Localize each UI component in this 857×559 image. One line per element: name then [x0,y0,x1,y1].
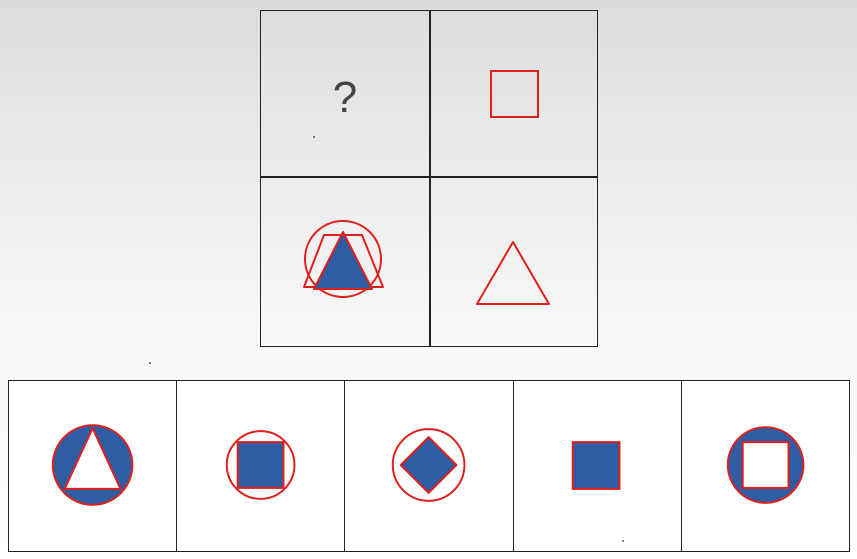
answer-options [8,380,850,552]
puzzle-grid: ? [260,10,598,347]
square-hole-in-filled-circle-icon [726,426,805,504]
option-2[interactable] [177,381,346,551]
outline-square-icon [490,70,539,118]
scan-speck [149,362,151,364]
filled-square-icon [571,441,621,490]
question-mark-figure: ? [333,73,357,122]
question-mark: ? [333,73,357,122]
cell-outline-square [431,11,599,176]
option-5[interactable] [682,381,849,551]
cell-outline-triangle [431,178,599,343]
cell-triangle-in-circle [261,178,429,343]
filled-square-with-arcs-icon [225,430,296,500]
grid-divider-vertical [429,11,431,346]
option-4[interactable] [514,381,682,551]
outline-triangle-icon [476,241,550,305]
filled-diamond-with-arcs-icon [392,428,466,502]
scan-speck [622,540,624,542]
filled-triangle-in-arc-circle-icon [303,220,384,298]
option-3[interactable] [345,381,514,551]
cell-question: ? [261,11,429,176]
scan-speck [313,136,315,138]
option-1[interactable] [9,381,178,551]
triangle-hole-in-filled-circle-icon [51,424,134,506]
